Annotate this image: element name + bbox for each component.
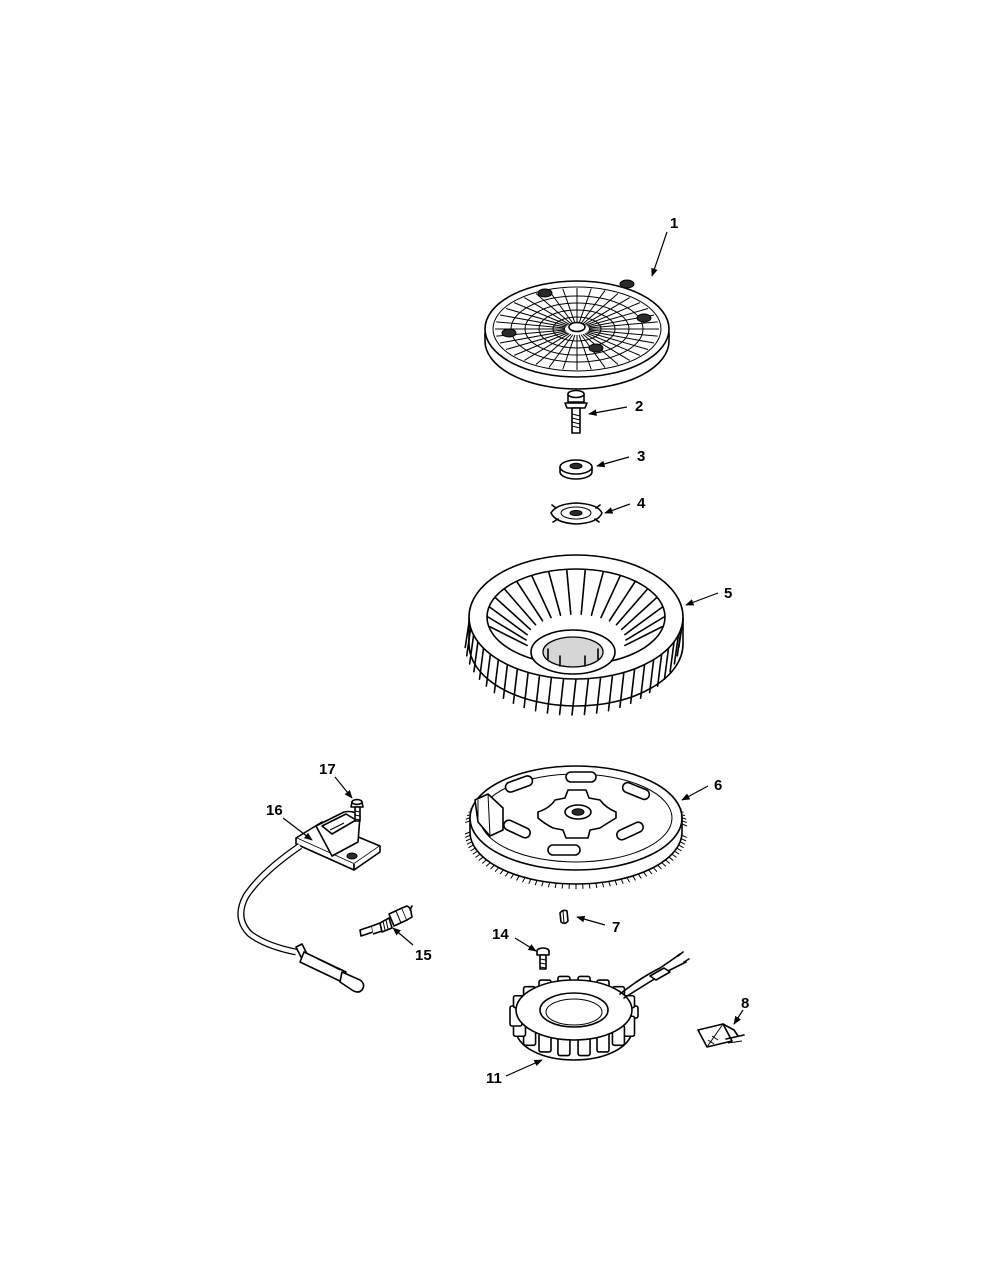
label-part-17: 17: [319, 761, 336, 778]
part-17-screw: [350, 798, 364, 822]
label-part-5: 5: [724, 585, 732, 602]
label-part-8: 8: [741, 995, 749, 1012]
label-part-15: 15: [415, 947, 432, 964]
part-1-grass-screen: [484, 279, 670, 390]
label-part-11: 11: [486, 1070, 502, 1087]
label-part-6: 6: [714, 777, 722, 794]
part-6-flywheel: [464, 765, 688, 889]
part-4-plate: [550, 502, 603, 525]
part-14-screw: [536, 947, 550, 970]
part-labels: 1 2 3 4 5 6 7 8 11 14 15 16 17: [266, 215, 749, 1087]
part-11-stator: [509, 951, 690, 1061]
label-part-4: 4: [637, 495, 646, 512]
label-part-16: 16: [266, 802, 283, 819]
part-16-ignition-coil: [237, 810, 381, 993]
part-3-washer: [559, 459, 593, 480]
part-2-bolt: [564, 389, 588, 434]
label-part-2: 2: [635, 398, 643, 415]
part-15-spark-plug: [359, 905, 413, 937]
label-part-14: 14: [492, 926, 509, 943]
label-part-3: 3: [637, 448, 645, 465]
leader-lines: [282, 231, 744, 1077]
label-part-1: 1: [670, 215, 678, 232]
part-7-key: [559, 909, 569, 925]
part-8-module: [697, 1023, 745, 1048]
part-5-fan: [464, 554, 684, 716]
label-part-7: 7: [612, 919, 620, 936]
